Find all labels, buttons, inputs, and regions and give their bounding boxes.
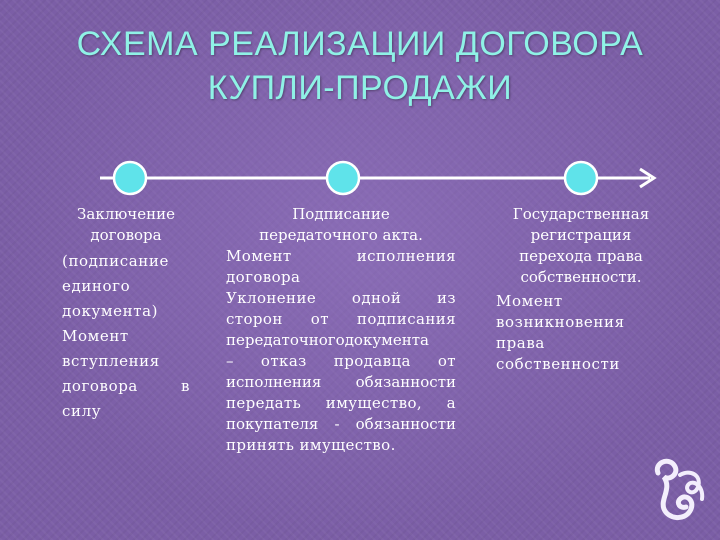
timeline-arrowhead xyxy=(639,167,657,189)
stage-3-heading: Государственная регистрация перехода пра… xyxy=(512,205,650,286)
timeline-node-1 xyxy=(112,160,148,196)
stage-3-body: Момент возникновения права собственности xyxy=(496,292,625,373)
stage-1-column: Заключение договора (подписание единого … xyxy=(62,204,190,422)
title-line-1: СХЕМА РЕАЛИЗАЦИИ ДОГОВОРА xyxy=(76,25,644,63)
timeline-node-2 xyxy=(325,160,361,196)
stage-2-body: Момент исполнения договора Уклонение одн… xyxy=(226,247,456,454)
title-line-2: КУПЛИ-ПРОДАЖИ xyxy=(207,69,513,107)
stage-2-column: Подписание передаточного акта. Момент ис… xyxy=(226,204,456,456)
slide-title: СХЕМА РЕАЛИЗАЦИИ ДОГОВОРА КУПЛИ-ПРОДАЖИ xyxy=(0,22,720,110)
timeline-node-3 xyxy=(563,160,599,196)
stage-1-heading: Заключение договора xyxy=(77,205,175,244)
stage-3-column: Государственная регистрация перехода пра… xyxy=(496,204,666,375)
timeline xyxy=(100,160,657,196)
stage-2-heading: Подписание передаточного акта. xyxy=(259,205,423,244)
flourish-ornament-icon xyxy=(654,458,705,520)
stage-1-body: (подписание единого документа) Момент вс… xyxy=(62,252,190,420)
